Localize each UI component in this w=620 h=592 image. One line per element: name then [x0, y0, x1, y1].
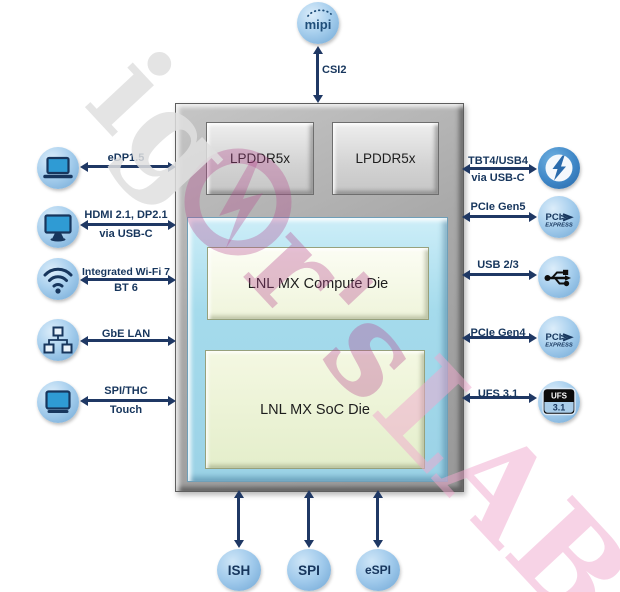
spi-node: SPI — [287, 549, 331, 591]
lpddr5x-label: LPDDR5x — [229, 151, 291, 166]
lpddr5x-block-1: LPDDR5x — [206, 122, 314, 195]
ufs-chip-icon: UFS 3.1 — [542, 387, 576, 416]
csi2-label: CSI2 — [322, 64, 347, 76]
pcie-gen4-node: PCI EXPRESS — [538, 316, 580, 358]
mipi-node: mipi — [297, 2, 339, 44]
wifi-label-line1: Integrated Wi-Fi 7 — [82, 266, 170, 278]
hdmi-arrow — [80, 219, 176, 230]
lpddr5x-label: LPDDR5x — [355, 151, 416, 166]
csi2-arrow — [312, 46, 323, 103]
compute-die-block: LNL MX Compute Die — [207, 247, 429, 320]
hdmi-label-line2: via USB-C — [99, 228, 153, 240]
tbt-label-line1: TBT4/USB4 — [468, 155, 528, 167]
hdmi-monitor-node — [37, 206, 79, 248]
touch-label-line1: SPI/THC — [104, 385, 148, 397]
svg-text:EXPRESS: EXPRESS — [545, 223, 573, 229]
mipi-icon: mipi — [305, 9, 332, 32]
pcie-gen5-label: PCIe Gen5 — [470, 201, 526, 213]
wifi-label-line2: BT 6 — [114, 282, 138, 294]
compute-die-label: LNL MX Compute Die — [247, 275, 389, 292]
tbt-arrow — [462, 163, 537, 174]
edp-arrow — [80, 161, 176, 172]
pcie-logo-icon: PCI EXPRESS — [545, 212, 574, 229]
pcie-gen4-arrow — [462, 332, 537, 343]
touch-label-line2: Touch — [109, 404, 143, 416]
ufs-node: UFS 3.1 — [538, 381, 580, 423]
espi-node: eSPI — [356, 549, 400, 591]
pcie-gen5-node: PCI EXPRESS — [538, 196, 580, 238]
usb-arrow — [462, 269, 537, 280]
svg-text:UFS: UFS — [551, 392, 568, 401]
tbt-label-line2: via USB-C — [471, 172, 525, 184]
ufs-label: UFS 3.1 — [477, 388, 519, 400]
svg-text:3.1: 3.1 — [553, 403, 566, 413]
lpddr5x-block-2: LPDDR5x — [332, 122, 439, 195]
edp-label: eDP1.5 — [107, 152, 145, 164]
wifi-node — [37, 258, 79, 300]
laptop-display-icon — [43, 156, 73, 179]
ish-node: ISH — [217, 549, 261, 591]
monitor-icon — [44, 214, 72, 242]
lan-icon — [43, 326, 73, 354]
soc-die-label: LNL MX SoC Die — [260, 401, 370, 418]
ufs-arrow — [462, 392, 537, 403]
spi-arrow — [303, 490, 314, 548]
hdmi-label-line1: HDMI 2.1, DP2.1 — [84, 209, 168, 221]
usb-node — [538, 256, 580, 298]
thunderbolt-icon — [545, 154, 573, 182]
pcie-gen5-arrow — [462, 211, 537, 222]
soc-die-block: LNL MX SoC Die — [205, 350, 425, 469]
pcie-logo-icon: PCI EXPRESS — [545, 332, 574, 349]
touch-device-icon — [45, 390, 71, 413]
ish-arrow — [233, 490, 244, 548]
svg-text:EXPRESS: EXPRESS — [545, 343, 573, 349]
svg-text:PCI: PCI — [546, 332, 562, 343]
svg-text:PCI: PCI — [546, 212, 562, 223]
touch-arrow — [80, 395, 176, 406]
wifi-arrow — [80, 274, 176, 285]
lan-label: GbE LAN — [101, 328, 151, 340]
usb-label: USB 2/3 — [477, 259, 519, 271]
espi-arrow — [372, 490, 383, 548]
lan-node — [37, 319, 79, 361]
edp-display-node — [37, 147, 79, 189]
pcie-gen4-label: PCIe Gen4 — [470, 327, 526, 339]
lan-arrow — [80, 335, 176, 346]
thunderbolt-node — [538, 147, 580, 189]
wifi-icon — [43, 267, 73, 294]
mipi-label: mipi — [305, 17, 332, 32]
usb-icon — [544, 269, 571, 287]
touch-node — [37, 381, 79, 423]
